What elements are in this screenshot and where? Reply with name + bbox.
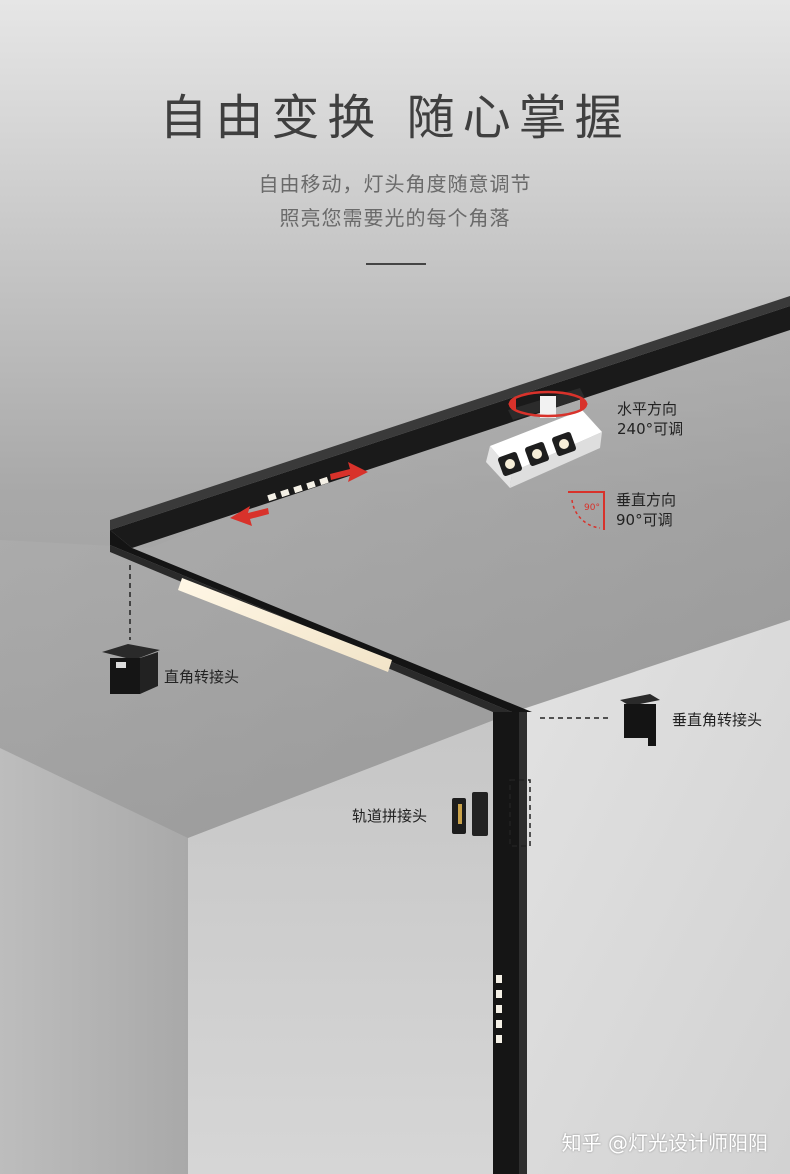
title-divider bbox=[366, 263, 426, 265]
page-title: 自由变换 随心掌握 bbox=[159, 90, 631, 146]
right-angle-connector-label: 直角转接头 bbox=[164, 668, 240, 686]
vertical-label-line1: 垂直方向 bbox=[616, 491, 677, 509]
track-splice-connector-label: 轨道拼接头 bbox=[352, 807, 428, 825]
angle-badge: 90° bbox=[584, 503, 600, 513]
horizontal-label-line1: 水平方向 bbox=[617, 400, 678, 418]
vertical-right-angle-connector-label: 垂直角转接头 bbox=[672, 711, 763, 729]
subtitle-line-1: 自由移动，灯头角度随意调节 bbox=[258, 172, 532, 196]
vertical-adjust-label: 垂直方向 90°可调 bbox=[616, 490, 676, 530]
horizontal-label-line2: 240°可调 bbox=[617, 420, 684, 438]
subtitle-line-2: 照亮您需要光的每个角落 bbox=[279, 206, 511, 230]
watermark: 知乎 @灯光设计师阳阳 bbox=[561, 1131, 768, 1155]
horizontal-adjust-label: 水平方向 240°可调 bbox=[617, 399, 683, 439]
vertical-label-line2: 90°可调 bbox=[616, 511, 673, 529]
